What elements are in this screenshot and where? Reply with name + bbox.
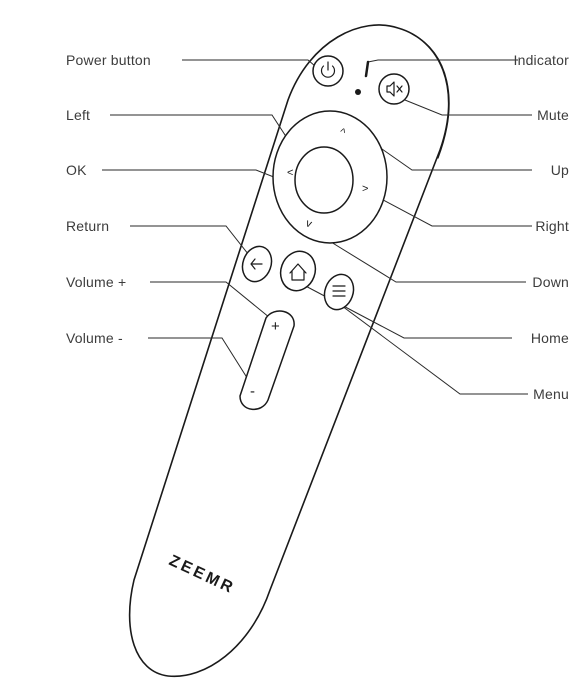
leader-power: [182, 59, 323, 73]
leader-mute: [399, 97, 532, 116]
leader-indicator: [367, 59, 518, 63]
leader-down: [317, 233, 526, 283]
label-volume-up: Volume +: [66, 274, 126, 290]
volume-down-glyph[interactable]: -: [250, 383, 255, 400]
label-home: Home: [531, 330, 569, 346]
label-down: Down: [532, 274, 569, 290]
dpad-up[interactable]: ^: [338, 126, 348, 139]
label-mute: Mute: [537, 107, 569, 123]
label-indicator: Indicator: [514, 52, 570, 68]
label-menu: Menu: [533, 386, 569, 402]
remote-body: [128, 24, 450, 678]
leader-right: [371, 193, 532, 227]
menu-button[interactable]: [320, 270, 359, 313]
back-arrow-icon: [250, 258, 263, 270]
leader-volume-down: [148, 337, 257, 393]
power-icon: [320, 65, 336, 78]
mute-icon: [386, 81, 395, 97]
label-up: Up: [551, 162, 569, 178]
dpad-left[interactable]: <: [287, 167, 293, 179]
label-ok: OK: [66, 162, 87, 178]
label-return: Return: [66, 218, 109, 234]
home-button[interactable]: [275, 246, 321, 295]
remote-edge: [411, 33, 450, 159]
volume-rocker[interactable]: [239, 310, 295, 410]
label-left: Left: [66, 107, 90, 123]
return-button[interactable]: [238, 242, 277, 285]
ok-button[interactable]: [294, 146, 354, 214]
label-right: Right: [535, 218, 569, 234]
volume-up-glyph[interactable]: +: [271, 318, 280, 335]
power-button[interactable]: [312, 55, 344, 87]
leader-volume-up: [150, 281, 276, 323]
indicator-light: [355, 60, 370, 95]
leader-menu: [333, 299, 528, 395]
mute-button[interactable]: [378, 73, 410, 105]
label-volume-down: Volume -: [66, 330, 123, 346]
menu-icon: [332, 285, 346, 297]
label-power: Power button: [66, 52, 151, 68]
dpad-down[interactable]: v: [304, 217, 314, 230]
dpad-right[interactable]: >: [362, 183, 368, 195]
leader-return: [130, 225, 257, 265]
home-icon: [289, 263, 307, 281]
